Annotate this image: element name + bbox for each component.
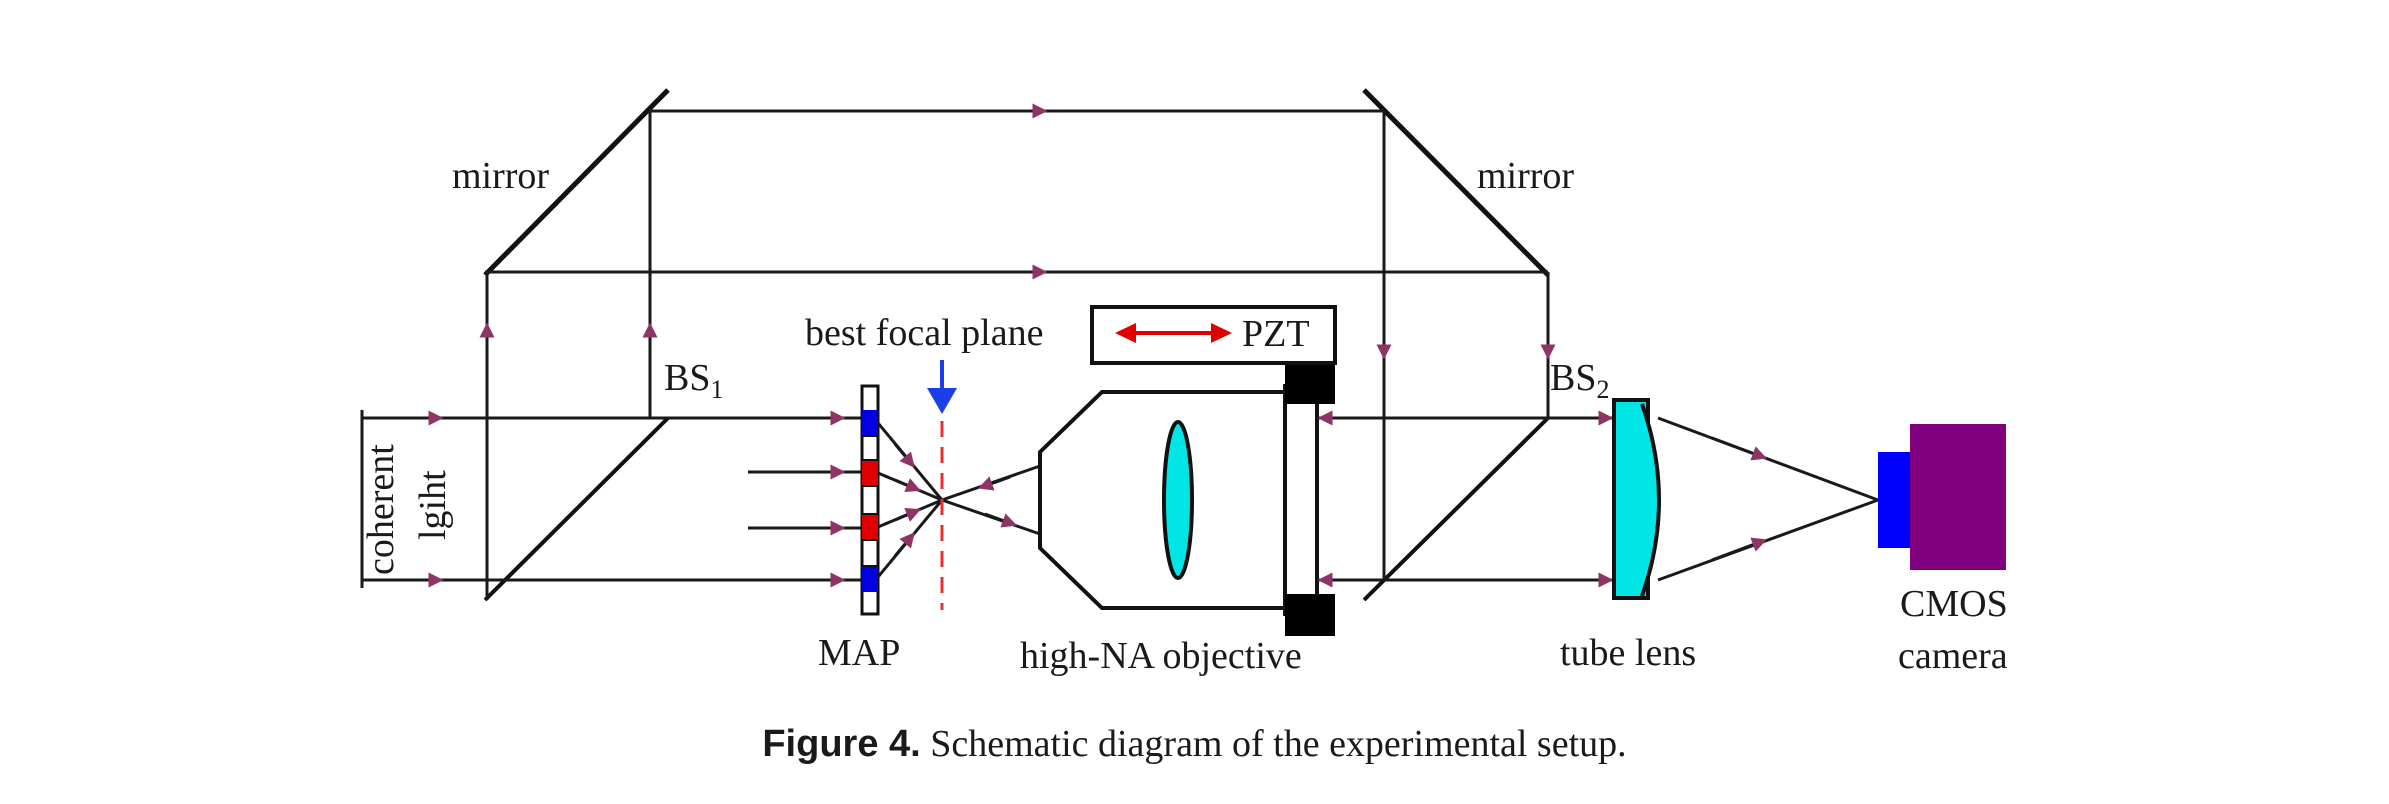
tube-lens-label: tube lens xyxy=(1560,632,1696,674)
tube-lens xyxy=(1612,398,1661,600)
bs1-splitter xyxy=(483,416,670,602)
light-label: lgiht xyxy=(412,470,454,540)
pzt-label: PZT xyxy=(1242,313,1310,355)
mirror-right xyxy=(1362,88,1550,277)
mirror-left-label: mirror xyxy=(452,155,549,197)
objective-inner-lens xyxy=(1162,420,1194,580)
objective-label: high-NA objective xyxy=(1020,635,1302,677)
double-arrow-icon xyxy=(1115,323,1232,343)
map-element xyxy=(860,384,880,616)
down-arrow-icon xyxy=(927,360,957,414)
cam-arrow-2 xyxy=(1711,537,1768,562)
cam-arrow-1 xyxy=(1711,436,1768,461)
caption-lead: Figure 4. xyxy=(762,723,921,765)
map-label: MAP xyxy=(818,632,900,674)
focus-rays xyxy=(876,422,1041,578)
objective-lens-body xyxy=(1038,356,1335,636)
bs2-label: BS2 xyxy=(1550,357,1609,404)
converge-ray-top xyxy=(1657,416,1879,502)
best-focal-plane-label: best focal plane xyxy=(805,312,1043,354)
caption-text: Schematic diagram of the experimental se… xyxy=(930,723,1627,765)
converge-ray-bottom xyxy=(1657,498,1879,582)
figure-caption: Figure 4. Schematic diagram of the exper… xyxy=(0,722,2389,766)
camera-sensor xyxy=(1878,452,1912,548)
bs2-splitter xyxy=(1362,416,1550,602)
mirror-left xyxy=(483,88,670,277)
cmos-label: CMOS xyxy=(1900,583,2008,625)
camera-body xyxy=(1910,424,2006,570)
coherent-label: coherent xyxy=(360,444,402,575)
mirror-right-label: mirror xyxy=(1477,155,1574,197)
bs1-label: BS1 xyxy=(664,357,723,404)
camera-label: camera xyxy=(1898,635,2008,677)
optical-diagram: mirror mirror BS1 BS2 best focal plane P… xyxy=(360,88,2008,677)
